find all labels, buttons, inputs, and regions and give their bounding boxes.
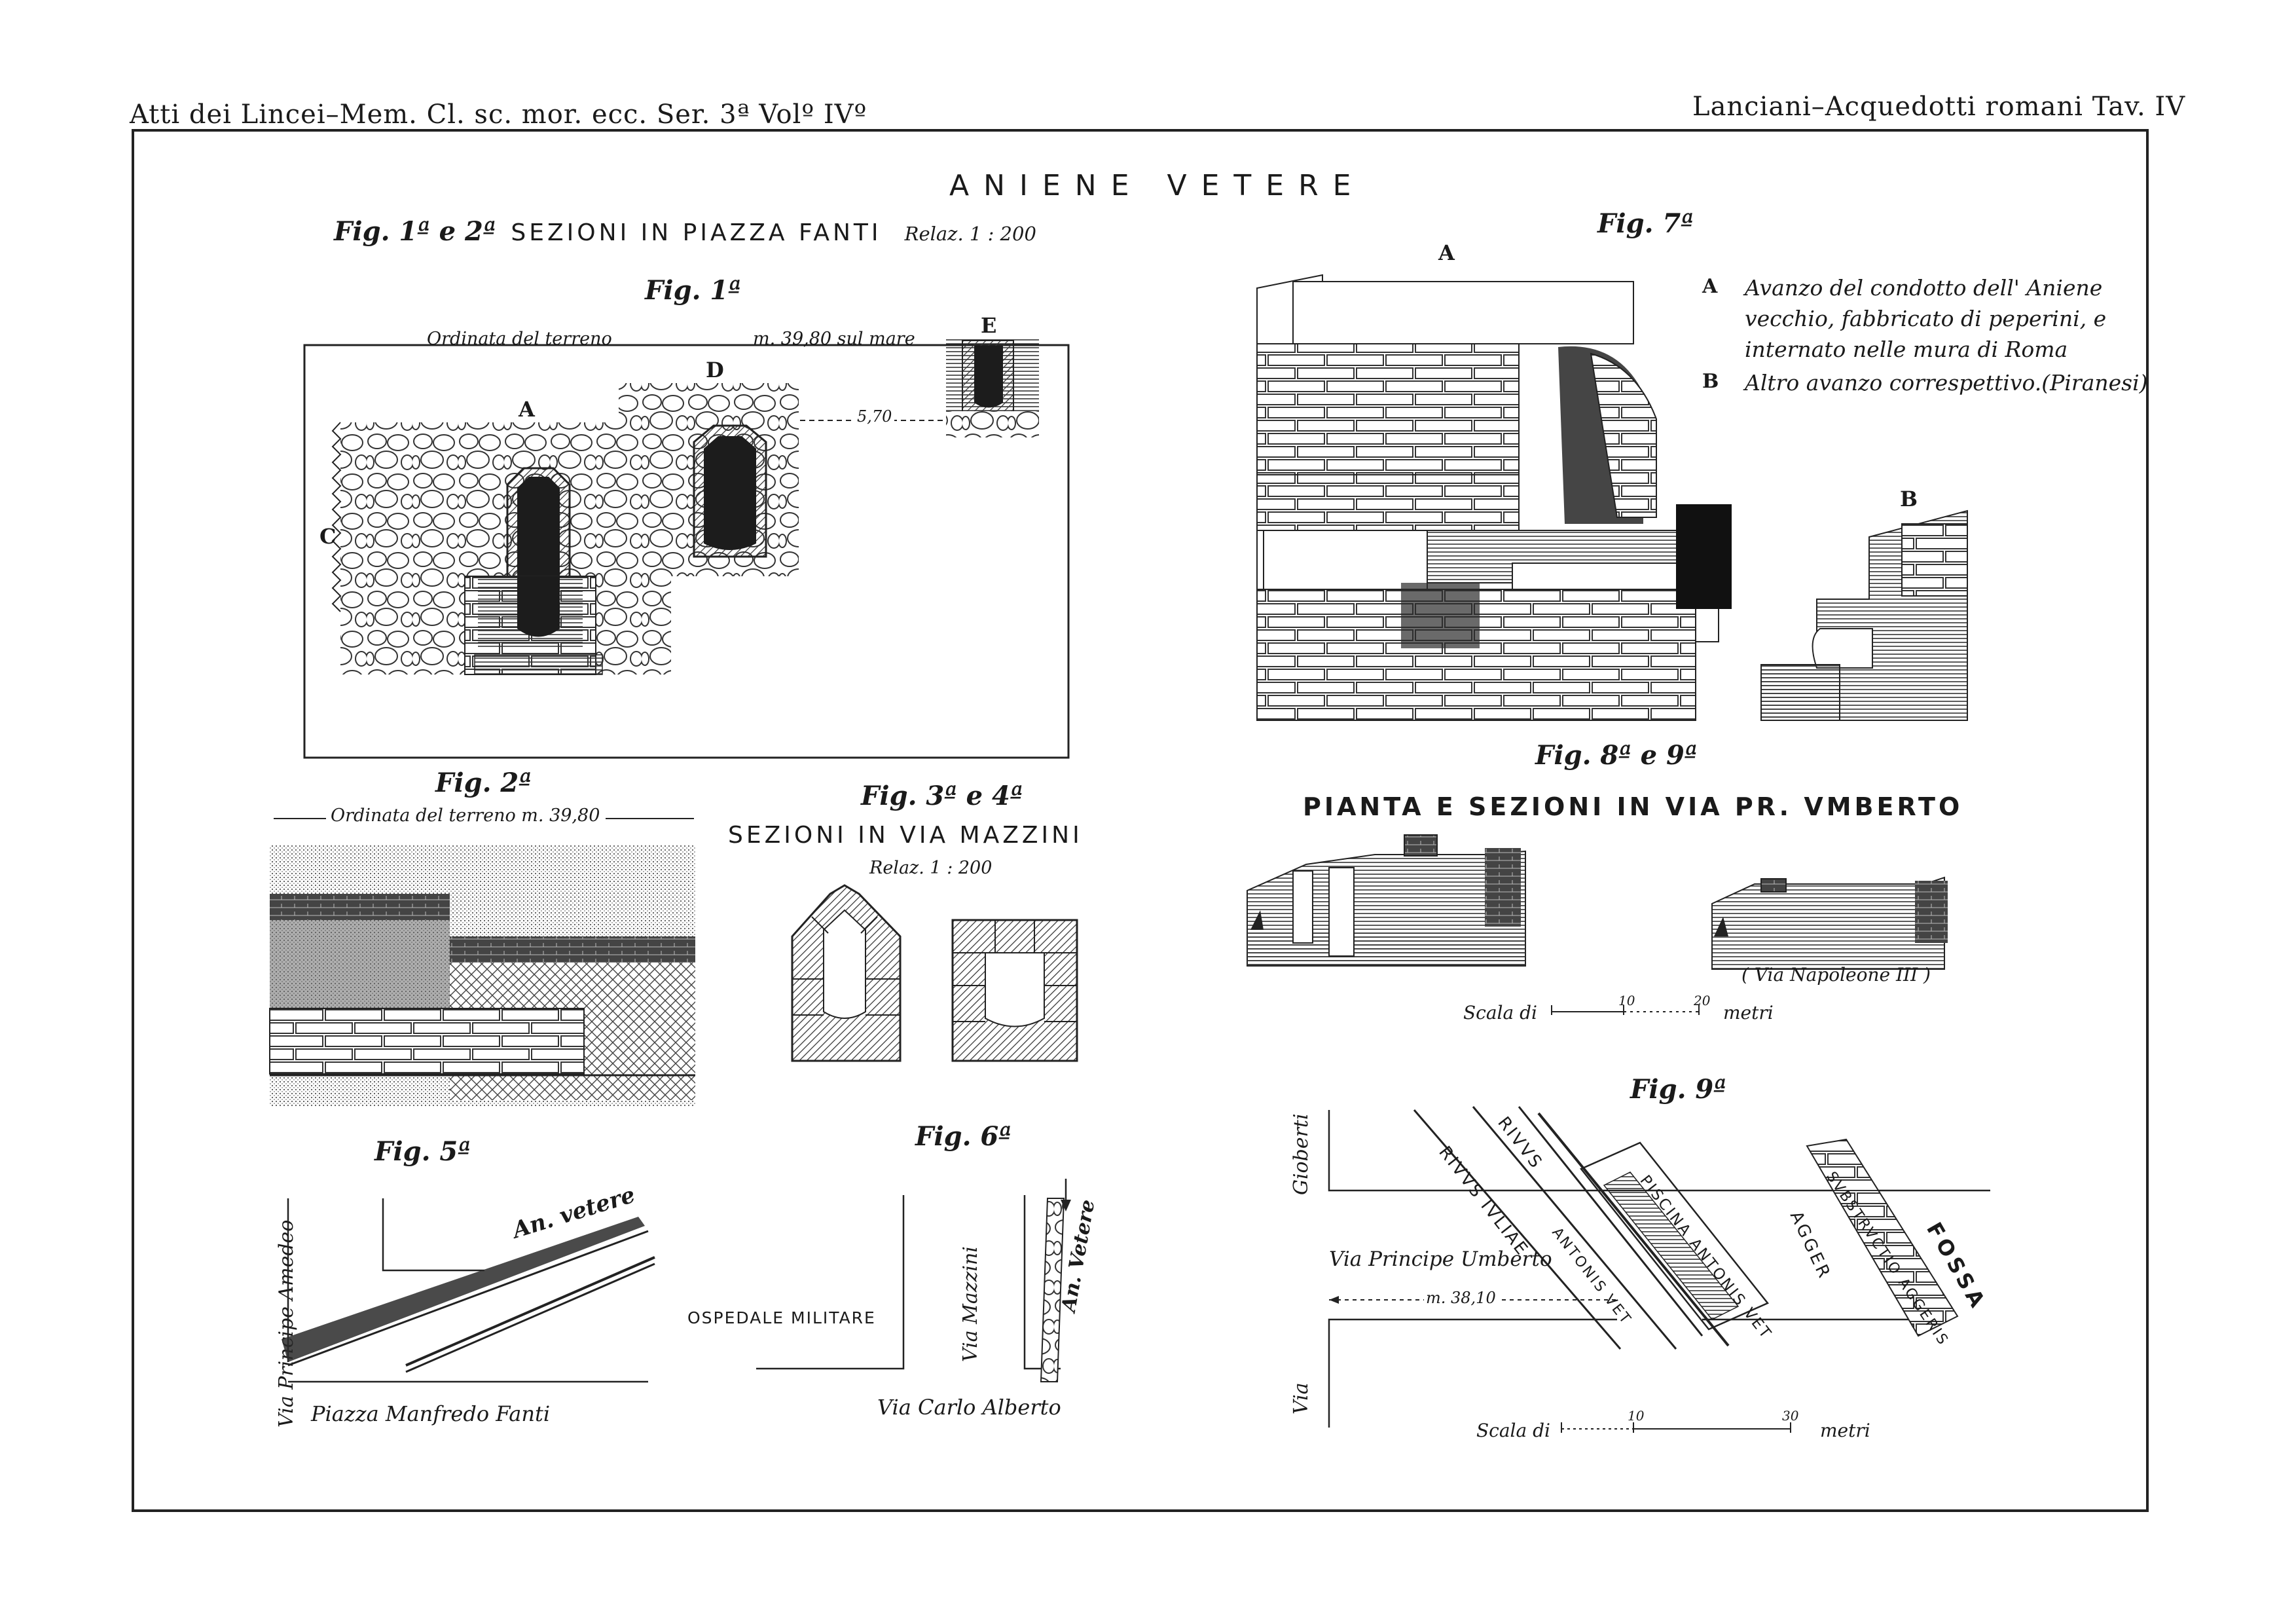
fig6-via-carlo: Via Carlo Alberto	[877, 1395, 1061, 1420]
fig12-label: Fig. 1ª e 2ª	[334, 216, 496, 247]
fig9-label: Fig. 9ª	[1630, 1074, 1726, 1105]
fig7-legend-a-key: A	[1702, 275, 1718, 298]
fig7-legend-b-key: B	[1702, 370, 1719, 393]
fig6-ospedale: OSPEDALE MILITARE	[687, 1308, 876, 1327]
fig1-letter-d: D	[706, 358, 724, 382]
fig9-metri: metri	[1820, 1420, 1870, 1441]
fig8-scale-20: 20	[1694, 993, 1711, 1008]
fig9-via: Via	[1290, 1382, 1313, 1414]
fig89-heading: PIANTA E SEZIONI IN VIA PR. VMBERTO	[1303, 792, 1963, 821]
fig1-letter-a: A	[519, 397, 535, 422]
fig12-relaz: Relaz. 1 : 200	[904, 223, 1036, 245]
fig9-via-principe: Via Principe Umberto	[1329, 1247, 1552, 1271]
fig8-scala-label: Scala di	[1463, 1002, 1537, 1024]
fig34-heading: SEZIONI IN VIA MAZZINI	[728, 822, 1083, 849]
plate-header-left: Atti dei Lincei–Mem. Cl. sc. mor. ecc. S…	[130, 100, 867, 130]
fig1-letter-c: C	[319, 524, 337, 549]
fig9-scale-30: 30	[1782, 1408, 1799, 1424]
fig12-caption: Fig. 1ª e 2ª SEZIONI IN PIAZZA FANTI Rel…	[334, 216, 1036, 247]
fig2-label: Fig. 2ª	[435, 767, 532, 798]
fig1-quota: m. 39,80 sul mare	[753, 329, 915, 349]
fig7-legend-a-line3: internato nelle mura di Roma	[1745, 337, 2068, 362]
fig1-letter-e: E	[981, 313, 997, 338]
plate-frame	[132, 129, 2149, 1512]
fig7-label: Fig. 7ª	[1597, 208, 1694, 239]
fig7-letter-a: A	[1438, 240, 1455, 265]
fig34-label: Fig. 3ª e 4ª	[861, 781, 1023, 811]
fig8-via-napoleone: ( Via Napoleone III )	[1741, 964, 1931, 986]
fig9-scale-10: 10	[1628, 1408, 1645, 1424]
fig8-metri: metri	[1723, 1002, 1774, 1024]
fig7-letter-b: B	[1900, 487, 1918, 511]
fig89-label: Fig. 8ª e 9ª	[1535, 740, 1698, 771]
fig2-ordinata: Ordinata del terreno m. 39,80	[331, 805, 600, 826]
fig9-gioberti: Gioberti	[1290, 1113, 1313, 1195]
fig8-scale-10: 10	[1618, 993, 1635, 1008]
fig1-label: Fig. 1ª	[645, 275, 741, 306]
fig7-legend-a-line1: Avanzo del condotto dell' Aniene	[1745, 275, 2103, 301]
fig1-dist: 5,70	[854, 407, 895, 426]
fig9-scala-label: Scala di	[1476, 1420, 1550, 1441]
fig9-quota: m. 38,10	[1424, 1289, 1498, 1307]
fig7-legend-a-line2: vecchio, fabbricato di peperini, e	[1745, 306, 2107, 331]
fig5-label: Fig. 5ª	[374, 1136, 471, 1167]
fig12-heading: SEZIONI IN PIAZZA FANTI	[511, 219, 882, 246]
fig5-piazza: Piazza Manfredo Fanti	[311, 1401, 551, 1426]
fig6-label: Fig. 6ª	[915, 1121, 1011, 1152]
fig7-legend-b-line1: Altro avanzo correspettivo.(Piranesi)	[1745, 370, 2148, 396]
fig34-relaz: Relaz. 1 : 200	[869, 858, 993, 878]
plate-header-right: Lanciani–Acquedotti romani Tav. IV	[1692, 92, 2186, 122]
plate-title: ANIENE VETERE	[949, 169, 1366, 202]
fig1-ordinata: Ordinata del terreno	[427, 329, 612, 349]
